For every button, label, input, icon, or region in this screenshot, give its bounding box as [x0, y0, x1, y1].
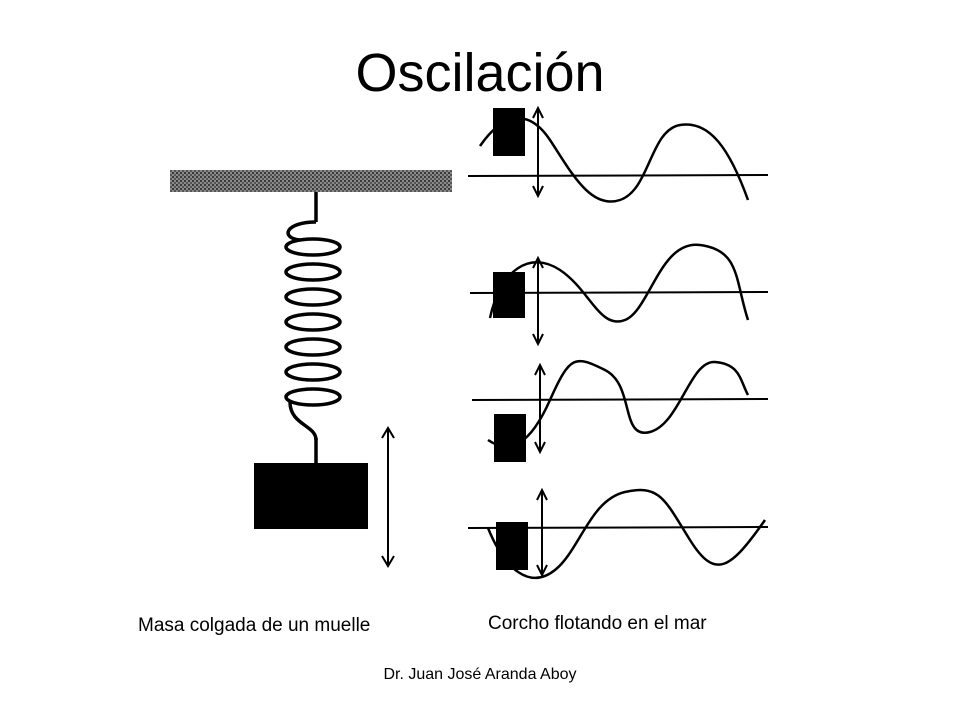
sea-level-line: [471, 398, 769, 401]
spring-mass-system: [170, 170, 452, 568]
sea-level-line: [467, 174, 769, 177]
floating-cork-caption: Corcho flotando en el mar: [488, 613, 707, 634]
cork-amplitude-arrow: [532, 255, 544, 347]
cork-wave-panel-2: [469, 243, 769, 347]
spring-mass-caption: Masa colgada de un muelle: [138, 615, 371, 636]
cork-wave-panel-1: [467, 105, 769, 203]
wave-curve: [478, 117, 750, 203]
cork-wave-panel-4: [467, 487, 769, 580]
slide-title: Oscilación: [355, 43, 605, 103]
cork-block: [493, 272, 525, 318]
hanging-mass-block: [254, 463, 368, 529]
wave-curve: [487, 359, 750, 448]
wave-curve: [488, 243, 750, 323]
mass-amplitude-arrow: [381, 426, 395, 568]
cork-block: [494, 414, 526, 462]
author-footer: Dr. Juan José Aranda Aboy: [383, 666, 577, 683]
ceiling-bar: [170, 170, 452, 192]
cork-block: [496, 522, 528, 570]
cork-block: [493, 108, 525, 156]
cork-amplitude-arrow: [534, 362, 546, 455]
spring-coil: [284, 192, 342, 464]
cork-amplitude-arrow: [532, 105, 544, 199]
cork-amplitude-arrow: [536, 487, 548, 578]
cork-wave-panel-3: [471, 359, 769, 462]
wave-curve: [486, 488, 767, 580]
